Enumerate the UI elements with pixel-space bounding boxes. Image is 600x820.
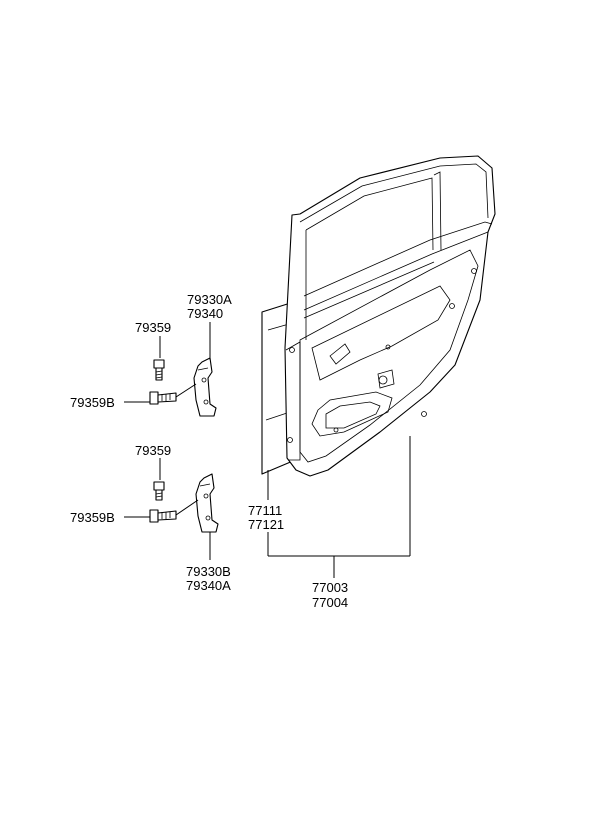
label-bolt-upper: 79359 [135,320,171,335]
upper-hinge [193,357,217,417]
upper-hinge-bracket [193,357,217,417]
label-hinge-lower-a: 79330B [186,564,231,579]
lower-hinge [195,473,219,533]
label-bolt-lower-b: 79359B [70,510,115,525]
lower-top-bolt [153,481,165,501]
lower-side-bolt [149,509,177,523]
label-panel-a: 77111 [248,503,282,518]
label-bolt-lower: 79359 [135,443,171,458]
upper-side-bolt [149,391,177,405]
label-door-a: 77003 [312,580,348,595]
label-panel-b: 77121 [248,517,284,532]
label-bolt-upper-b: 79359B [70,395,115,410]
label-hinge-upper-a: 79330A [187,292,232,307]
door-assembly [261,155,496,477]
leader-lines [124,322,411,578]
door-frame [284,155,496,477]
upper-top-bolt [153,359,165,381]
label-door-b: 77004 [312,595,348,610]
label-hinge-lower-b: 79340A [186,578,231,593]
lower-hinge-bracket [195,473,219,533]
label-hinge-upper-b: 79340 [187,306,223,321]
